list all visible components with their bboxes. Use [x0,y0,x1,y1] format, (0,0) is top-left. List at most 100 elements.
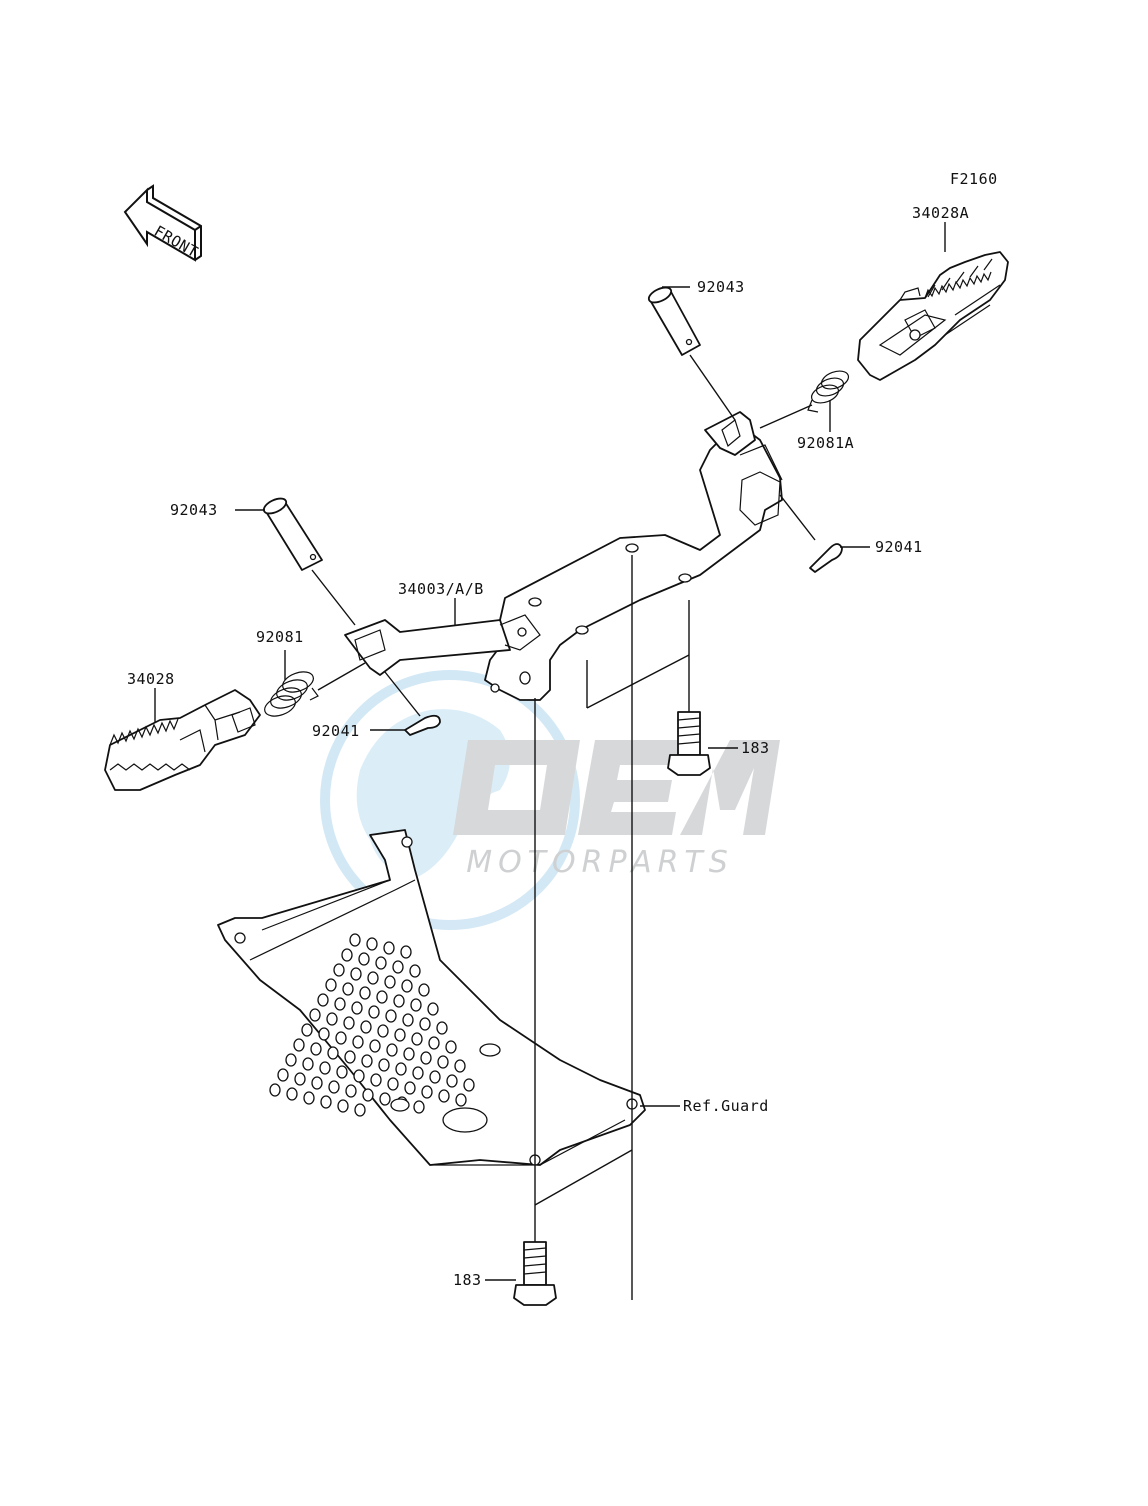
perforation-hole [387,1077,399,1091]
label-bracket: 34003/A/B [398,580,484,598]
perforation-hole [317,993,329,1007]
perforation-hole [301,1023,313,1037]
perforation-hole [353,1069,365,1083]
label-footpeg-left: 34028 [127,670,175,688]
perforation-hole [375,956,387,970]
perforation-hole [409,964,421,978]
perforation-hole [420,1051,432,1065]
perforation-hole [418,983,430,997]
perforation-hole [395,1062,407,1076]
perforation-hole [393,994,405,1008]
perforation-hole [318,1027,330,1041]
perforation-hole [286,1087,298,1101]
perforation-hole [438,1089,450,1103]
label-pin-right: 92043 [697,278,745,296]
watermark-globe-ring [320,670,580,930]
perforation-hole [421,1085,433,1099]
perforation-hole [411,1032,423,1046]
perforation-hole [343,1016,355,1030]
perforation-hole [294,1072,306,1086]
perforation-hole [309,1008,321,1022]
perforation-hole [277,1068,289,1082]
perforation-hole [303,1091,315,1105]
perforation-hole [341,948,353,962]
skid-plate-perforations [269,933,475,1117]
perforation-hole [377,1024,389,1038]
perforation-hole [337,1099,349,1113]
perforation-hole [428,1036,440,1050]
perforation-hole [376,990,388,1004]
label-cotter-right: 92041 [875,538,923,556]
perforation-hole [392,960,404,974]
perforation-hole [402,1013,414,1027]
bolt-lower-part [513,1241,557,1306]
perforation-hole [454,1059,466,1073]
perforation-hole [370,1073,382,1087]
perforation-hole [413,1100,425,1114]
perforation-hole [386,1043,398,1057]
perforation-hole [455,1093,467,1107]
perforation-hole [383,941,395,955]
perforation-hole [342,982,354,996]
bracket-part [344,411,783,701]
pin-left-part [262,497,323,571]
perforation-hole [360,1020,372,1034]
label-footpeg-right: 34028A [912,204,969,222]
perforation-hole [325,978,337,992]
footpeg-left-part [104,689,261,791]
perforation-hole [344,1050,356,1064]
figure-code: F2160 [950,170,998,188]
perforation-hole [327,1046,339,1060]
perforation-hole [446,1074,458,1088]
perforation-hole [367,971,379,985]
cotter-left-part [404,714,441,736]
label-spring-right: 92081A [797,434,854,452]
perforation-hole [269,1083,281,1097]
part-labels: 34028A 92043 92081A 92041 92043 34003/A/… [127,204,969,1289]
label-ref-guard: Ref.Guard [683,1097,769,1115]
perforation-hole [311,1076,323,1090]
perforation-hole [319,1061,331,1075]
perforation-hole [369,1039,381,1053]
skid-plate-part [217,829,646,1166]
perforation-hole [333,963,345,977]
perforation-hole [326,1012,338,1026]
perforation-hole [403,1047,415,1061]
perforation-hole [310,1042,322,1056]
watermark-subtitle: MOTORPARTS [466,845,734,880]
perforation-hole [354,1103,366,1117]
perforation-hole [427,1002,439,1016]
perforation-hole [429,1070,441,1084]
footpeg-right-part [857,251,1009,381]
perforation-hole [351,1001,363,1015]
perforation-hole [361,1054,373,1068]
perforation-hole [412,1066,424,1080]
watermark-logo [453,740,780,835]
perforation-hole [358,952,370,966]
label-bolt-lower: 183 [453,1271,482,1289]
perforation-hole [293,1038,305,1052]
perforation-hole [336,1065,348,1079]
perforation-hole [463,1078,475,1092]
perforation-hole [401,979,413,993]
label-spring-left: 92081 [256,628,304,646]
perforation-hole [437,1055,449,1069]
perforation-hole [350,967,362,981]
perforation-hole [345,1084,357,1098]
perforation-hole [362,1088,374,1102]
perforation-hole [378,1058,390,1072]
perforation-hole [445,1040,457,1054]
perforation-hole [366,937,378,951]
perforation-hole [404,1081,416,1095]
front-arrow-icon: FRONT [123,184,202,262]
leader-lines [154,222,946,1300]
perforation-hole [394,1028,406,1042]
spring-left-part [264,671,319,717]
perforation-hole [419,1017,431,1031]
perforation-hole [334,997,346,1011]
perforation-hole [328,1080,340,1094]
perforation-hole [379,1092,391,1106]
perforation-hole [302,1057,314,1071]
perforation-hole [384,975,396,989]
